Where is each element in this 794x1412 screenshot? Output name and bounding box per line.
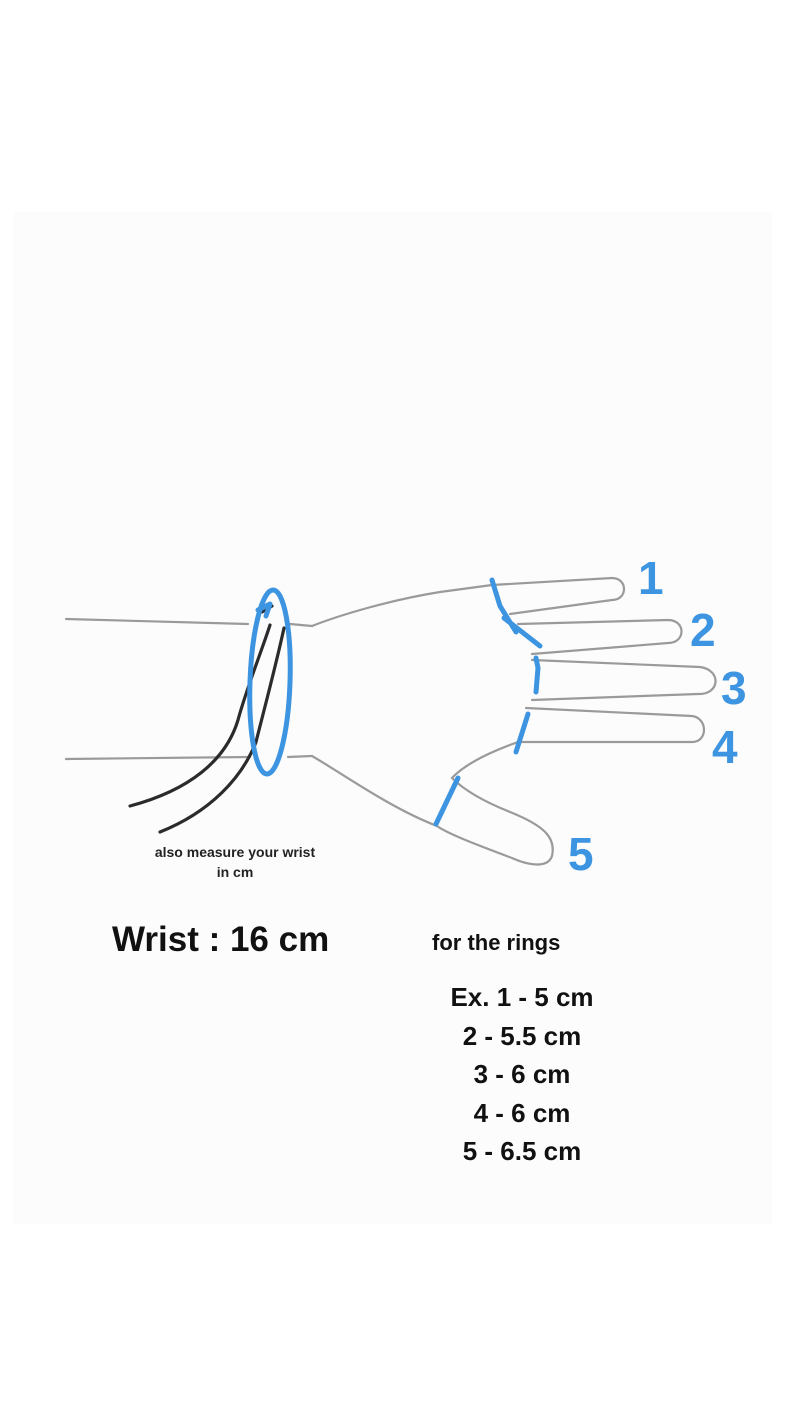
background-panel <box>14 212 772 1224</box>
ring-size-item: 3 - 6 cm <box>473 1059 571 1089</box>
ring-size-item: Ex. 1 - 5 cm <box>450 982 594 1012</box>
forearm-top-edge <box>64 617 314 628</box>
forearm-bottom-edge <box>64 754 314 761</box>
finger-number-4: 4 <box>712 721 738 773</box>
ring-mark-2 <box>501 615 543 649</box>
measuring-tape <box>128 604 286 834</box>
ring-size-item: 4 - 6 cm <box>473 1097 571 1128</box>
finger-4 <box>516 706 706 744</box>
hand-outline <box>64 576 717 866</box>
finger-number-2: 2 <box>690 604 716 656</box>
ring-mark-3 <box>533 655 541 695</box>
rings-heading: for the rings <box>432 930 561 955</box>
ring-mark-4 <box>513 711 531 755</box>
ring-size-item: 5 - 6.5 cm <box>462 1136 582 1166</box>
hand-back-edge <box>310 583 494 628</box>
wrist-underside <box>310 754 439 828</box>
finger-3 <box>530 658 717 702</box>
caption-line-2: in cm <box>216 864 254 880</box>
finger-1 <box>490 576 626 616</box>
ring-size-list: Ex. 1 - 5 cm 2 - 5.5 cm 3 - 6 cm 4 - 6 c… <box>432 978 612 1171</box>
tape-strand-outer <box>128 623 272 808</box>
wrist-loop-tick <box>255 601 273 619</box>
wrist-measure-loop <box>247 587 293 777</box>
finger-numbers: 1 2 3 4 5 <box>568 552 747 880</box>
finger-number-3: 3 <box>721 662 747 714</box>
ring-mark-5 <box>433 775 461 827</box>
ring-size-item: 2 - 5.5 cm <box>462 1020 582 1051</box>
wrist-measure-caption: also measure your wrist in cm <box>120 842 350 882</box>
finger-number-1: 1 <box>638 552 664 604</box>
caption-line-1: also measure your wrist <box>154 844 316 860</box>
finger-number-5: 5 <box>568 828 594 880</box>
thumb <box>435 776 554 866</box>
measurement-marks <box>247 577 543 827</box>
wrist-size-label: Wrist : 16 cm <box>112 920 330 959</box>
tape-strand-inner <box>158 626 286 834</box>
finger-2 <box>516 618 683 656</box>
palm-to-thumb <box>450 740 520 780</box>
